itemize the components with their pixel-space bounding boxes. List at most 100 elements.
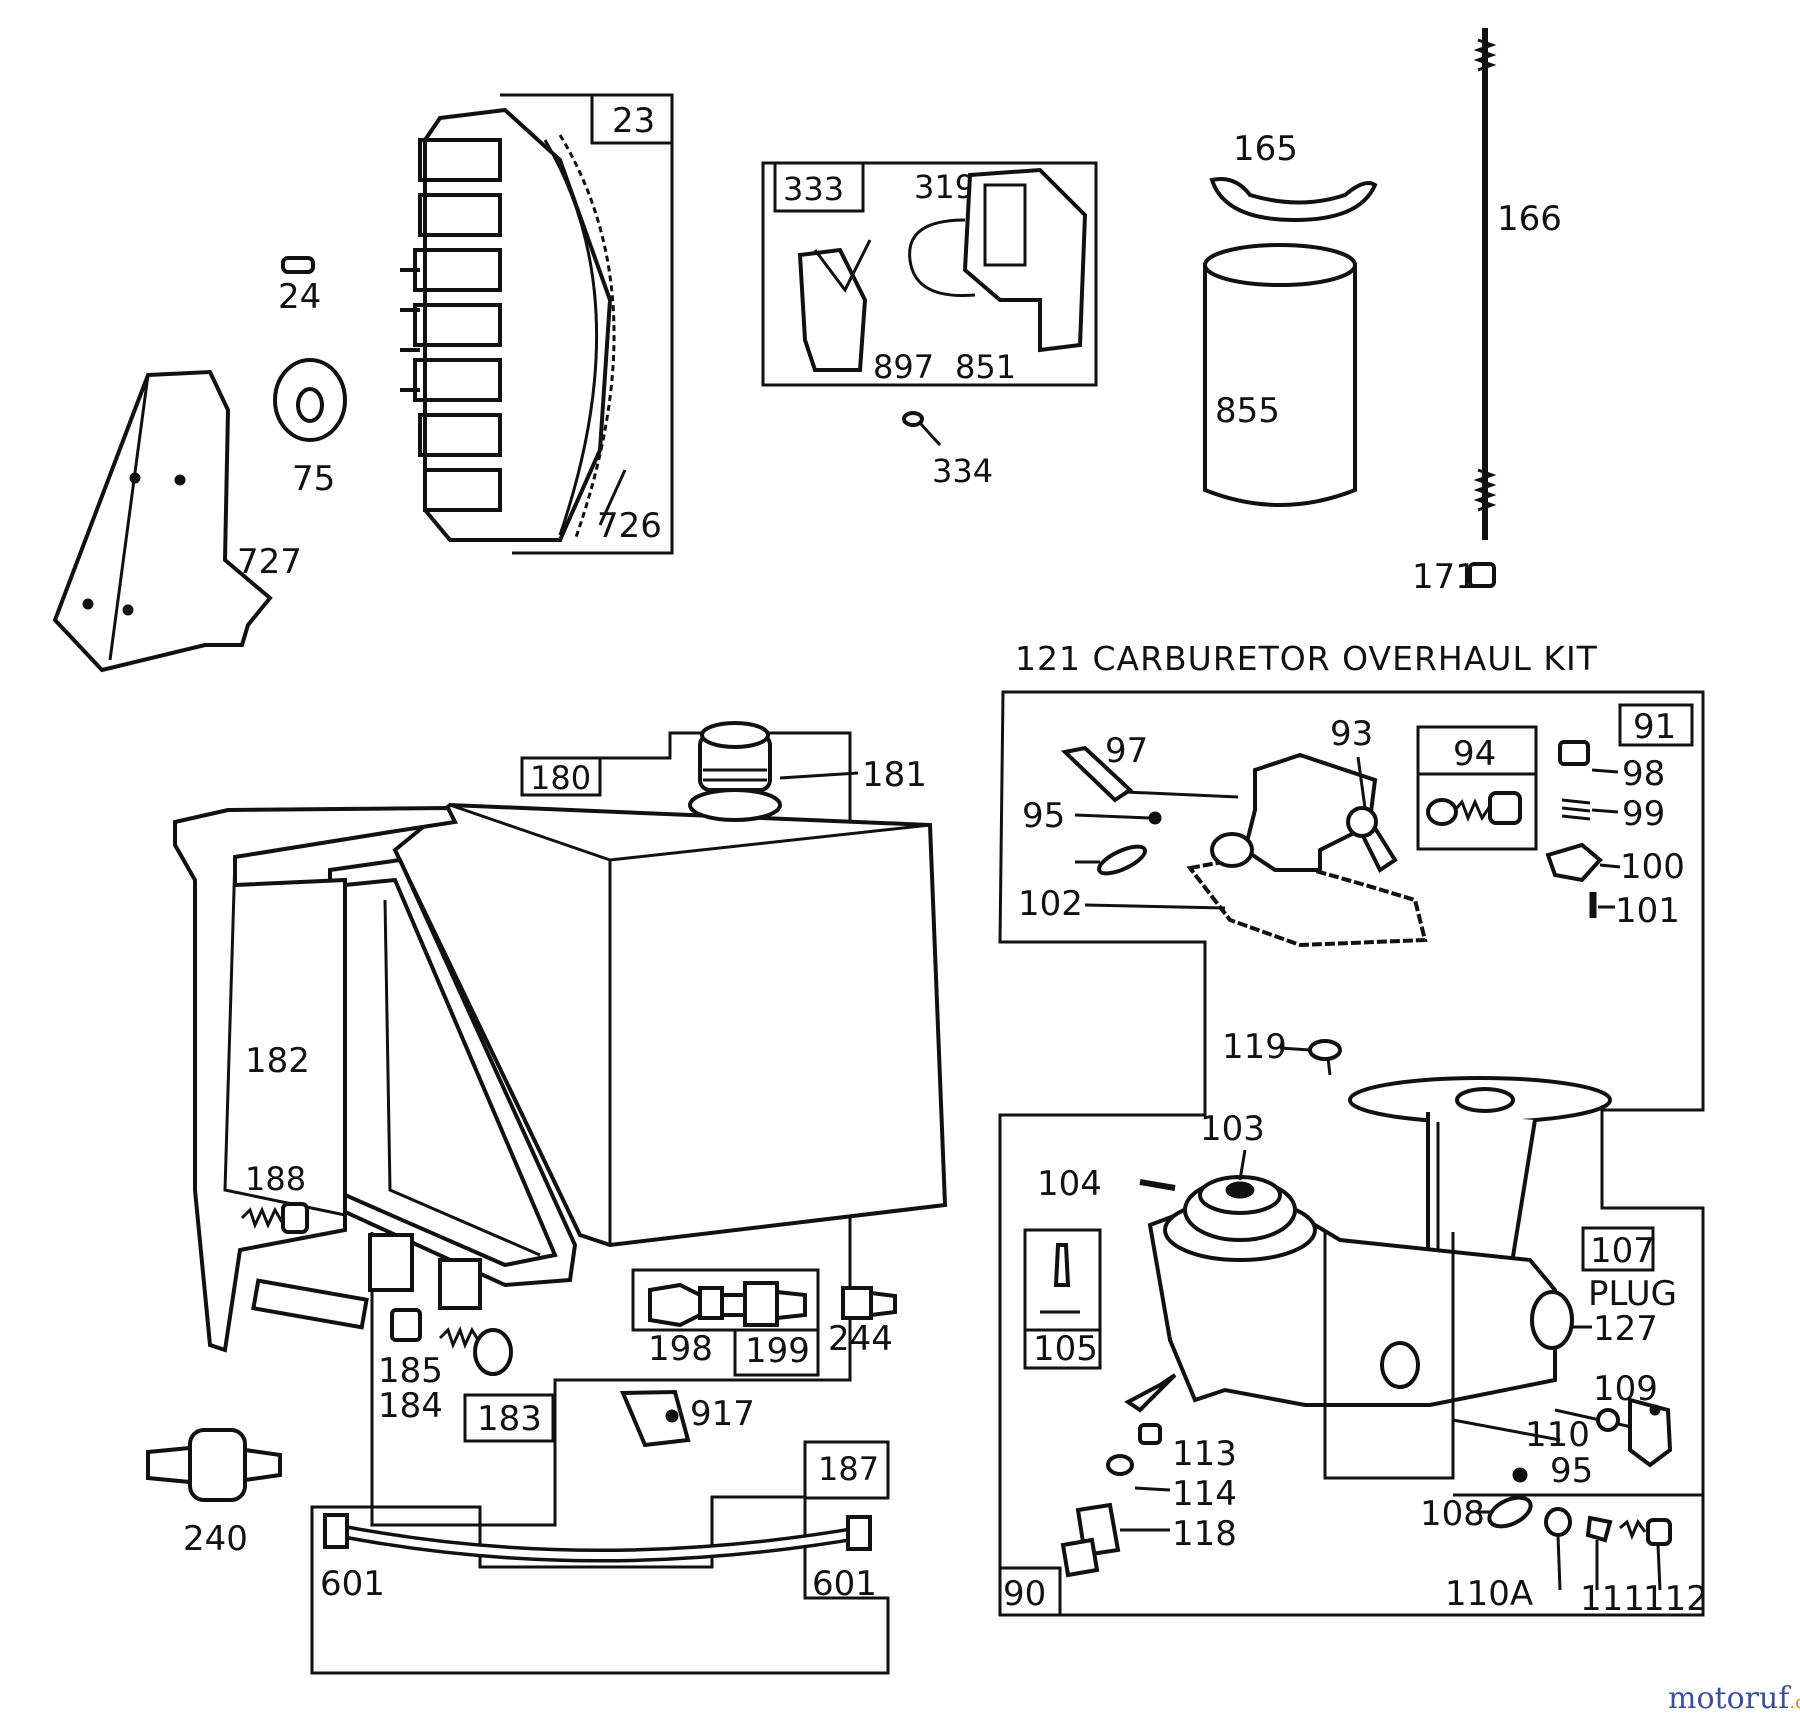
part-183-label: 183	[477, 1399, 542, 1439]
fitting-244	[841, 1286, 897, 1320]
part-107-label: 107	[1590, 1231, 1655, 1271]
part-23-box	[590, 93, 674, 145]
fuel-tank-group: 180 181 182 188	[146, 721, 948, 1675]
part-185-label: 185	[378, 1351, 443, 1391]
part-333-label: 333	[783, 170, 844, 208]
fuel-tank	[392, 721, 948, 1248]
part-108-label: 108	[1420, 1494, 1485, 1534]
needle-113	[1124, 1373, 1177, 1445]
part-166-label: 166	[1497, 199, 1562, 239]
part-91-label: 91	[1633, 707, 1676, 747]
part-182-label: 182	[245, 1041, 310, 1081]
part-334-label: 334	[932, 452, 993, 490]
sleeve-group: 165 855	[1203, 129, 1378, 507]
part-183-box	[463, 1393, 555, 1443]
breaker-897	[797, 239, 872, 372]
screw-95-upper	[1148, 811, 1162, 825]
part-102-label: 102	[1018, 884, 1083, 924]
screw-119	[1308, 1039, 1342, 1076]
ignition-group: 333 319 897 851 334	[761, 161, 1098, 490]
stud-group: 166 171	[1412, 28, 1562, 597]
throttle-plate-108	[1487, 1495, 1533, 1529]
part-244-label: 244	[828, 1319, 893, 1359]
part-319-label: 319	[914, 168, 975, 206]
part-118-label: 118	[1172, 1514, 1237, 1554]
flywheel	[400, 107, 616, 542]
hose-clamp-left	[323, 1513, 349, 1549]
part-107-box	[1581, 1226, 1655, 1272]
seal-111	[1585, 1515, 1613, 1543]
part-23-label: 23	[612, 101, 655, 141]
screw-112	[1619, 1518, 1672, 1546]
washer-114	[1106, 1454, 1134, 1476]
needle-105	[1053, 1243, 1071, 1287]
part-119-label: 119	[1222, 1027, 1287, 1067]
part-101-label: 101	[1615, 891, 1680, 931]
fuel-line-group: 187 601 601	[310, 1440, 890, 1675]
part-165-label: 165	[1233, 129, 1298, 169]
part-917-label: 917	[690, 1394, 755, 1434]
choke-shaft-97	[1060, 745, 1239, 803]
sleeve-855	[1203, 243, 1357, 507]
clamp-917	[620, 1389, 691, 1448]
fitting-199	[720, 1281, 807, 1327]
part-95-lower-label: 95	[1550, 1451, 1593, 1491]
part-100-label: 100	[1620, 847, 1685, 887]
part-333-box	[773, 161, 865, 213]
part-188-label: 188	[245, 1160, 306, 1198]
wing-nut-165	[1209, 177, 1378, 223]
part-601-right-label: 601	[812, 1564, 877, 1604]
fittings-box	[631, 1268, 820, 1377]
screw-95-lower	[1512, 1467, 1528, 1483]
part-181-label: 181	[862, 755, 927, 795]
part-199-label: 199	[745, 1331, 810, 1371]
fuel-filter-240	[146, 1428, 282, 1502]
part-184-label: 184	[378, 1386, 443, 1426]
washer-75	[273, 358, 347, 442]
needle-valve-94	[1426, 791, 1522, 826]
part-90-label: 90	[1003, 1574, 1046, 1614]
part-114-label: 114	[1172, 1474, 1237, 1514]
part-171-label: 171	[1412, 557, 1477, 597]
part-75-label: 75	[292, 459, 335, 499]
screw-184	[438, 1325, 513, 1376]
part-198-label: 198	[648, 1329, 713, 1369]
flywheel-group: 23 726 24	[52, 93, 674, 673]
shield-727	[52, 369, 273, 673]
part-24-label: 24	[278, 277, 321, 317]
throttle-shaft-109	[1554, 1397, 1673, 1468]
part-240-label: 240	[183, 1519, 248, 1559]
part-98-label: 98	[1622, 754, 1665, 794]
part-187-label: 187	[818, 1450, 879, 1488]
flywheel-bracket	[500, 93, 674, 555]
part-94-box	[1416, 725, 1538, 851]
hose-clamp-right	[846, 1515, 872, 1551]
part-95-upper-label: 95	[1022, 796, 1065, 836]
nut-185	[390, 1308, 422, 1342]
part-726-label: 726	[597, 506, 662, 546]
tank-frame	[328, 857, 578, 1288]
watermark: motoruf.de	[1668, 1681, 1800, 1716]
part-104-label: 104	[1037, 1164, 1102, 1204]
part-851-label: 851	[955, 348, 1016, 386]
pin-104	[1139, 1179, 1176, 1191]
kit-title: 121 CARBURETOR OVERHAUL KIT	[1015, 639, 1598, 678]
spring-99	[1561, 798, 1591, 821]
carburetor-upper-body	[1186, 752, 1428, 948]
part-105-label: 105	[1033, 1329, 1098, 1369]
kit-box	[998, 690, 1705, 1617]
part-99-label: 99	[1622, 794, 1665, 834]
choke-plate-96	[1097, 844, 1147, 876]
part-94-label: 94	[1453, 734, 1496, 774]
watermark-suffix: .de	[1789, 1692, 1800, 1713]
seat-118	[1060, 1502, 1121, 1578]
part-112-label: 112	[1643, 1579, 1708, 1619]
plug-label: PLUG	[1588, 1274, 1677, 1314]
part-90-box	[998, 1566, 1062, 1617]
ignition-box	[761, 161, 1098, 387]
part-180-label: 180	[530, 759, 591, 797]
key-24	[281, 256, 315, 274]
part-113-label: 113	[1172, 1434, 1237, 1474]
part-91-box	[1618, 703, 1694, 747]
